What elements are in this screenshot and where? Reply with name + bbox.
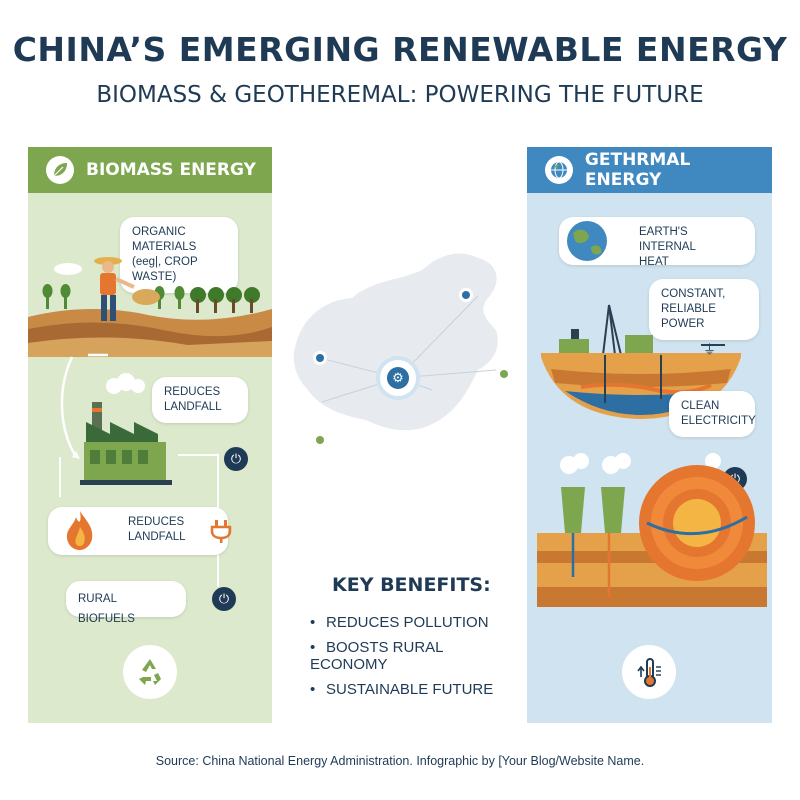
- earth-icon: [567, 221, 607, 261]
- plug-icon: [210, 520, 232, 543]
- geothermal-station: [537, 453, 767, 607]
- thermometer-icon: [622, 645, 676, 699]
- landfill-label-1: LANDFALL: [164, 401, 222, 413]
- key-benefits-title: KEY BENEFITS:: [332, 574, 491, 596]
- recycle-icon: [123, 645, 177, 699]
- geothermal-header: GETHRMAL ENERGY: [527, 147, 772, 193]
- globe-icon: [545, 156, 573, 184]
- earth-heat-label: EARTH'S INTERNAL: [639, 226, 696, 253]
- biomass-panel: BIOMASS ENERGY ORGANIC MATERIALS (eeg|, …: [28, 147, 272, 723]
- reliable-power-bubble: CONSTANT, RELIABLE POWER: [649, 279, 759, 340]
- geothermal-title: GETHRMAL ENERGY: [584, 150, 691, 190]
- gear-icon: ⚙: [392, 370, 404, 385]
- clean-electricity-bubble: CLEAN ELECTRICITY: [669, 391, 756, 437]
- organic-materials-example: (eeg|, CROP WASTE): [132, 256, 198, 283]
- power-icon: ⏻: [212, 587, 236, 611]
- clean-label: CLEAN: [681, 400, 720, 412]
- page-subtitle: BIOMASS & GEOTHEREMAL: POWERING THE FUTU…: [96, 82, 704, 108]
- key-benefits-list: REDUCES POLLUTION BOOSTS RURAL ECONOMY S…: [310, 614, 510, 698]
- fire-icon: [66, 511, 93, 550]
- biomass-factory: [80, 373, 172, 485]
- landfill-label-2: LANDFALL: [128, 531, 186, 543]
- reduces-landfill-bubble-2: REDUCES LANDFALL: [48, 507, 228, 555]
- key-benefits: KEY BENEFITS: REDUCES POLLUTION BOOSTS R…: [310, 574, 510, 706]
- reliable-power-label: CONSTANT, RELIABLE: [661, 288, 726, 315]
- benefit-item: BOOSTS RURAL ECONOMY: [310, 639, 510, 673]
- reduces-landfill-bubble-1: REDUCES LANDFALL: [152, 377, 248, 423]
- biomass-header: BIOMASS ENERGY: [28, 147, 272, 193]
- benefit-item: REDUCES POLLUTION: [310, 614, 510, 631]
- rural-biofuels-bubble: RURAL BIOFUELS: [66, 581, 186, 625]
- reliable-power-label-2: POWER: [661, 318, 705, 330]
- benefit-item: SUSTAINABLE FUTURE: [310, 681, 510, 698]
- organic-materials-bubble: ORGANIC MATERIALS (eeg|, CROP WASTE): [120, 217, 238, 293]
- cycle-arrows: [60, 353, 108, 459]
- geothermal-panel: GETHRMAL ENERGY EARTH'S INTERNAL HEAT CO…: [527, 147, 772, 723]
- rural-biofuels-label: RURAL BIOFUELS: [78, 593, 135, 625]
- page-title: CHINA’S EMERGING RENEWABLE ENERGY: [12, 30, 788, 69]
- electricity-label: ELECTRICITY: [681, 415, 756, 427]
- leaf-icon: [46, 156, 74, 184]
- reduces-label-1: REDUCES: [164, 386, 221, 398]
- power-icon: ⏻: [224, 447, 248, 471]
- source-footer: Source: China National Energy Administra…: [155, 754, 645, 768]
- reduces-label-2: REDUCES: [128, 516, 185, 528]
- farm-illustration: [28, 257, 272, 357]
- biomass-title: BIOMASS ENERGY: [86, 160, 256, 180]
- plug-icon: ⏚: [703, 342, 717, 357]
- organic-materials-label: ORGANIC MATERIALS: [132, 226, 197, 253]
- china-map: [293, 253, 511, 447]
- earth-heat-label-2: HEAT: [639, 256, 669, 268]
